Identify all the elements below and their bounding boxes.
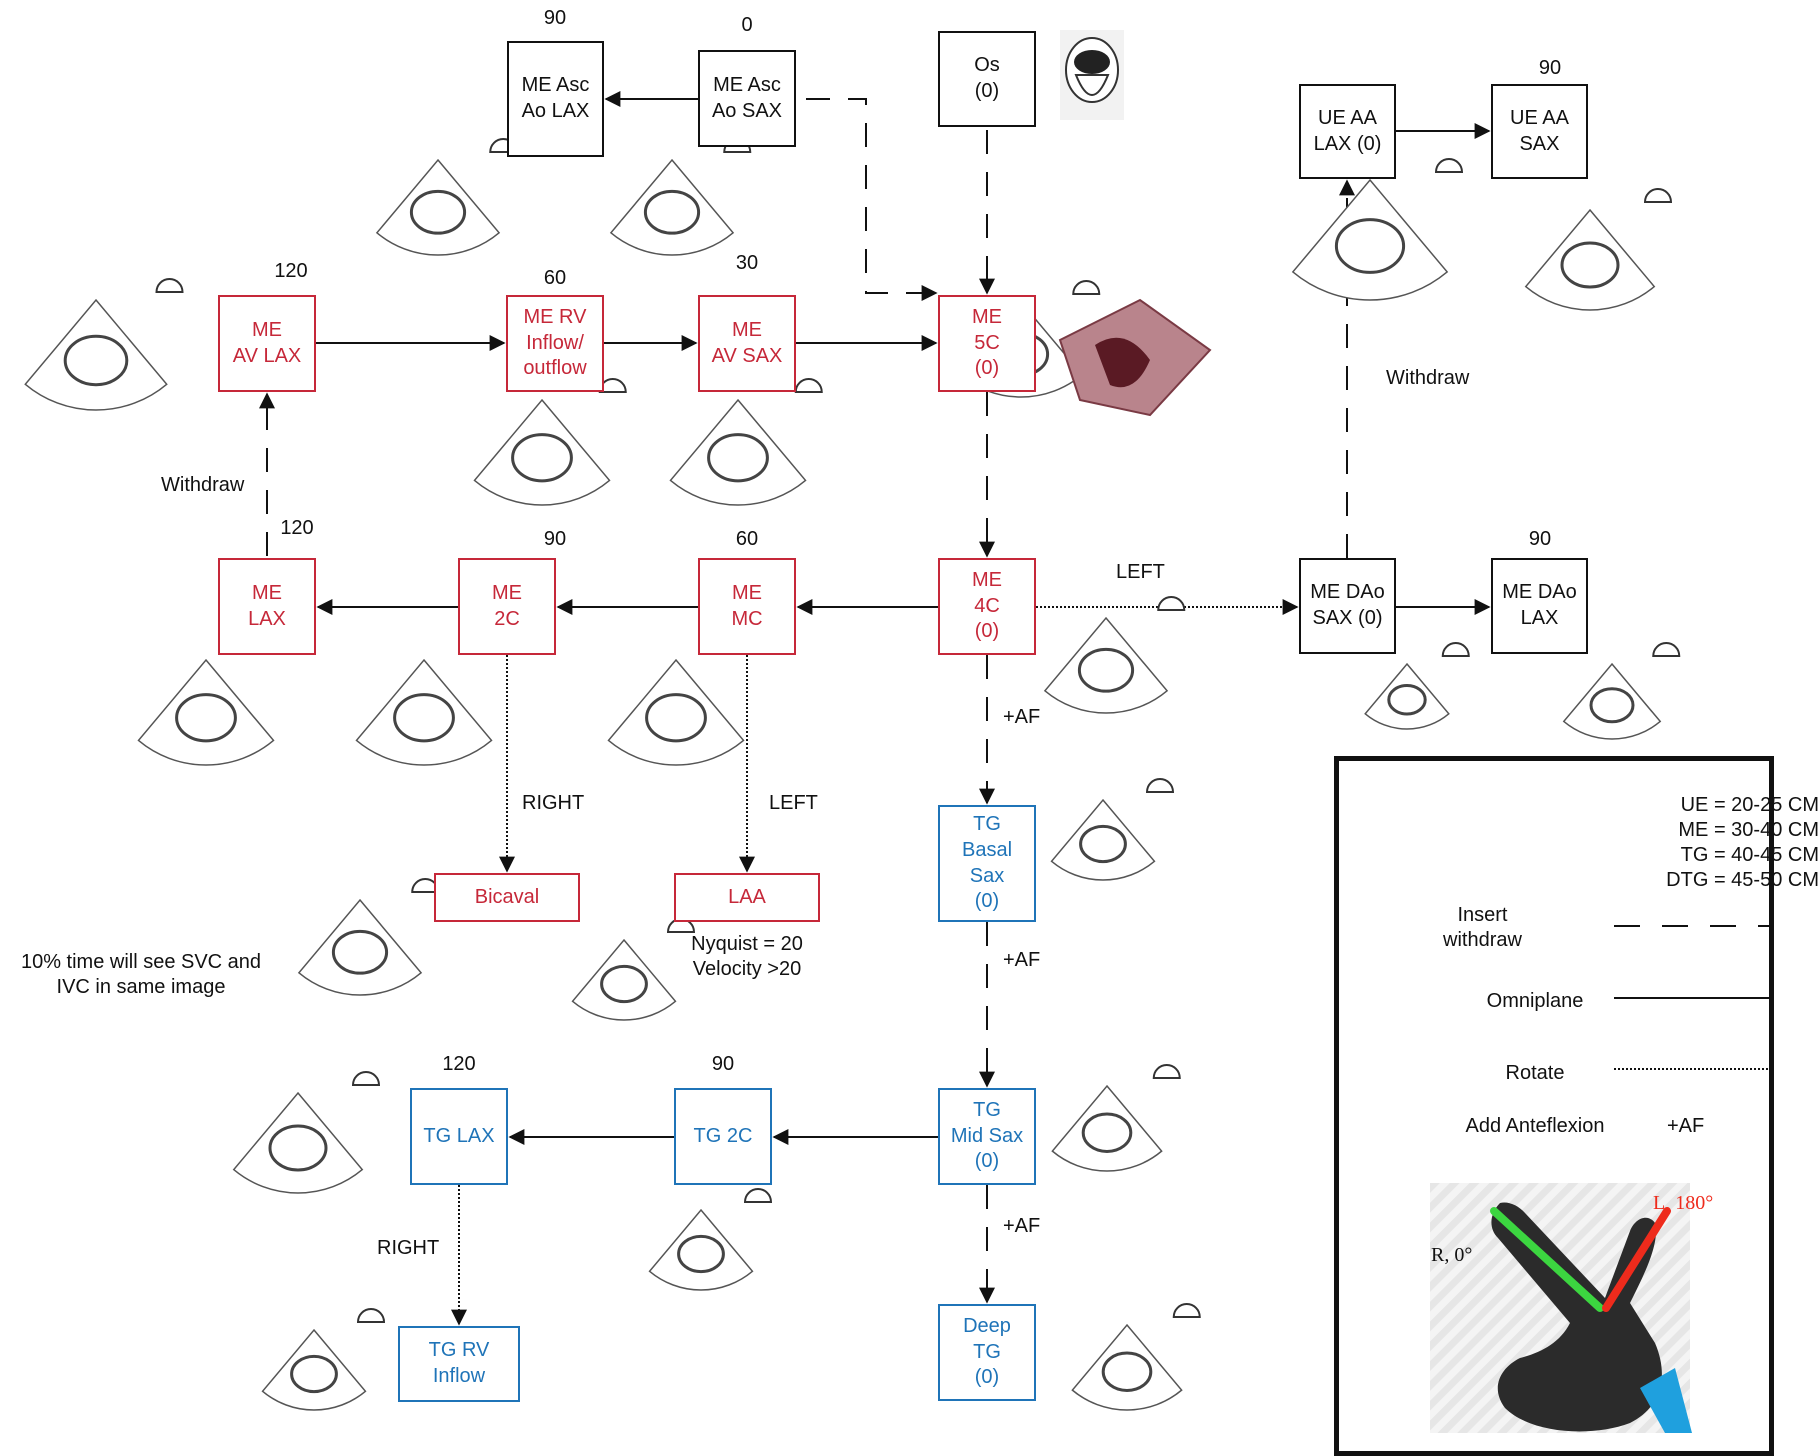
legend-samples <box>1430 925 1774 1433</box>
node-me-lax: ME LAX <box>218 558 316 655</box>
node-deep-tg: Deep TG (0) <box>938 1304 1036 1401</box>
me-5c-specimen-icon <box>1058 298 1212 417</box>
legend-insert-withdraw-label: Insert withdraw <box>1443 904 1522 951</box>
hand-orientation-image <box>1430 1183 1692 1433</box>
node-tg-rv-inflow: TG RV Inflow <box>398 1326 520 1402</box>
edge-label-right: RIGHT <box>377 1237 440 1259</box>
bicaval-note: 10% time will see SVC and IVC in same im… <box>20 951 262 998</box>
angle-label: 120 <box>442 1053 476 1075</box>
node-tg-basal-sax: TG Basal Sax (0) <box>938 805 1036 922</box>
legend-af-symbol: +AF <box>1667 1115 1705 1137</box>
laa-note: Nyquist = 20 Velocity >20 <box>691 933 803 980</box>
echo-tg-2c <box>648 1188 773 1291</box>
angle-label: 90 <box>543 528 567 550</box>
edge-label-af: +AF <box>1003 1215 1041 1237</box>
legend-box: UE = 20-25 CM ME = 30-40 CM TG = 40-45 C… <box>1334 756 1819 1456</box>
angle-label: 90 <box>1538 57 1562 79</box>
echo-deep-tg <box>1071 1303 1201 1411</box>
echo-me-dao-lax <box>1562 642 1681 740</box>
edge-label-left: LEFT <box>769 792 818 814</box>
hand-label-right: R, 0° <box>1431 1244 1473 1266</box>
echo-me-av-lax <box>24 278 184 411</box>
legend-omniplane-label: Omniplane <box>1486 990 1584 1012</box>
angle-label: 120 <box>274 260 308 282</box>
node-os: Os (0) <box>938 31 1036 127</box>
echo-tg-lax <box>232 1071 381 1194</box>
echo-me-asc-ao-sax <box>609 138 752 256</box>
echo-me-dao-sax <box>1364 642 1470 730</box>
edge-label-af: +AF <box>1003 706 1041 728</box>
node-bicaval: Bicaval <box>434 873 580 922</box>
node-me-4c: ME 4C (0) <box>938 558 1036 655</box>
node-me-rv-inflow-outflow: ME RV Inflow/ outflow <box>506 295 604 392</box>
node-me-dao-sax: ME DAo SAX (0) <box>1299 558 1396 654</box>
angle-label: 60 <box>735 528 759 550</box>
angle-label: 90 <box>1528 528 1552 550</box>
node-tg-mid-sax: TG Mid Sax (0) <box>938 1088 1036 1185</box>
echo-ue-aa-lax <box>1291 158 1464 301</box>
tee-views-flowchart: ME Asc Ao LAX ME Asc Ao SAX Os (0) UE AA… <box>20 7 1819 1456</box>
node-tg-lax: TG LAX <box>410 1088 508 1185</box>
hand-label-left: L, 180° <box>1653 1192 1714 1214</box>
node-me-dao-lax: ME DAo LAX <box>1491 558 1588 654</box>
echo-tg-mid <box>1051 1064 1181 1172</box>
node-me-av-sax: ME AV SAX <box>698 295 796 392</box>
echo-me-4c <box>1043 596 1186 714</box>
angle-label: 90 <box>543 7 567 29</box>
angle-label: 30 <box>735 252 759 274</box>
echo-ue-aa-sax <box>1524 188 1673 311</box>
node-me-av-lax: ME AV LAX <box>218 295 316 392</box>
edge-label-withdraw: Withdraw <box>161 474 245 496</box>
node-me-asc-ao-sax: ME Asc Ao SAX <box>698 50 796 147</box>
echo-tg-basal <box>1050 778 1175 881</box>
node-ue-aa-lax: UE AA LAX (0) <box>1299 84 1396 179</box>
mouth-icon <box>1060 30 1124 120</box>
angle-label: 90 <box>711 1053 735 1075</box>
node-me-5c: ME 5C (0) <box>938 295 1036 392</box>
legend-depths: UE = 20-25 CM ME = 30-40 CM TG = 40-45 C… <box>1666 794 1819 891</box>
echo-me-mc <box>607 638 761 766</box>
legend-rotate-label: Rotate <box>1505 1062 1565 1084</box>
echo-me-rv-inflow <box>473 378 627 506</box>
echo-bicaval <box>297 878 440 996</box>
edge-asc-sax-to-5c <box>806 98 938 301</box>
node-ue-aa-sax: UE AA SAX <box>1491 84 1588 179</box>
angle-label: 120 <box>280 517 314 539</box>
node-me-2c: ME 2C <box>458 558 556 655</box>
edge-label-af: +AF <box>1003 949 1041 971</box>
echo-me-av-sax <box>669 378 823 506</box>
legend-anteflexion-label: Add Anteflexion <box>1465 1115 1605 1137</box>
echo-tg-rv <box>261 1308 386 1411</box>
edge-label-withdraw: Withdraw <box>1386 367 1470 389</box>
angle-label: 60 <box>543 267 567 289</box>
node-me-mc: ME MC <box>698 558 796 655</box>
angle-label: 0 <box>741 14 753 36</box>
echo-me-2c <box>355 638 509 766</box>
edge-label-right: RIGHT <box>522 792 585 814</box>
echo-laa <box>571 918 696 1021</box>
node-laa: LAA <box>674 873 820 922</box>
echo-me-asc-ao-lax <box>375 138 518 256</box>
edge-label-left: LEFT <box>1116 561 1165 583</box>
diagram-canvas <box>24 30 1681 1411</box>
node-me-asc-ao-lax: ME Asc Ao LAX <box>507 41 604 157</box>
echo-me-lax <box>137 638 291 766</box>
node-tg-2c: TG 2C <box>674 1088 772 1185</box>
